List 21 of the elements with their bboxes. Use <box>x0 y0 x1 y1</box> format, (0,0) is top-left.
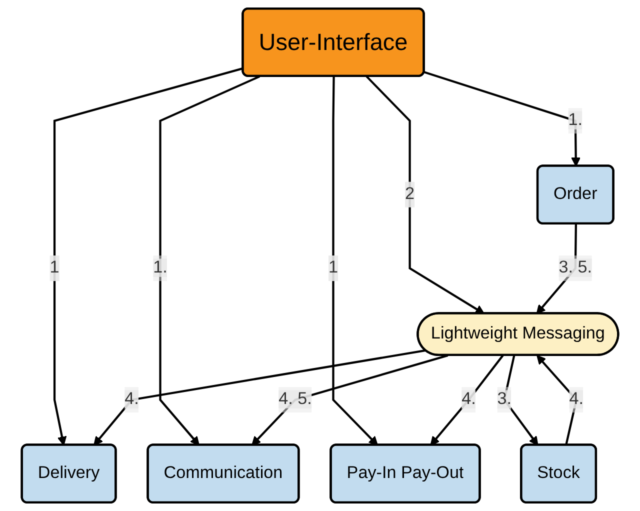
edge-label: 4. <box>462 390 476 408</box>
arrow <box>252 354 448 446</box>
edge-label: 3. 5. <box>558 258 592 277</box>
edge-label: 1. <box>153 258 168 277</box>
arrow <box>366 76 485 314</box>
edge-label: 4. <box>569 390 584 408</box>
arrow <box>159 75 260 446</box>
arrow <box>430 354 504 446</box>
edge-label: 1. <box>568 111 583 130</box>
arrow <box>332 76 378 446</box>
arrow <box>424 71 581 167</box>
edge-label: 2 <box>405 184 415 204</box>
edge-label: 1 <box>328 258 338 277</box>
edge-label: 4. 5. <box>278 390 312 408</box>
arrow <box>53 67 244 446</box>
arrow <box>94 349 426 446</box>
arrow <box>503 355 538 446</box>
arrow <box>536 355 578 446</box>
edge-label: 3. <box>497 390 512 408</box>
edge-label: 4. <box>124 390 139 408</box>
edge-label: 1 <box>50 258 60 277</box>
